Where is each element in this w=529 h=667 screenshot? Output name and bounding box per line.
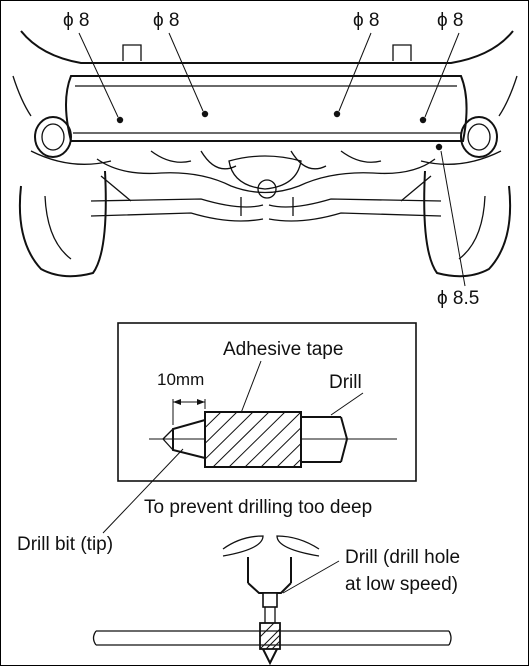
hole-label-right: ϕ 8.5 xyxy=(437,288,480,309)
hole-leader-lines xyxy=(78,32,466,287)
underbody xyxy=(90,150,442,222)
adhesive-tape-label: Adhesive tape xyxy=(223,339,344,360)
hole-marker-4 xyxy=(419,116,427,124)
hole-label-2: ϕ 8 xyxy=(153,10,180,31)
drill-low-speed-line1: Drill (drill hole xyxy=(345,547,461,568)
trunk-edge xyxy=(20,30,514,64)
rear-bumper xyxy=(65,75,468,142)
top-clip-left xyxy=(122,44,142,61)
drill-shank xyxy=(301,416,349,463)
drill-label: Drill xyxy=(329,372,362,393)
drill-detail-inset xyxy=(102,322,417,534)
drill-bit-tip xyxy=(172,419,206,459)
tape-on-bit xyxy=(259,622,281,650)
panel-breaks xyxy=(92,630,452,646)
car-rear-view xyxy=(12,30,518,287)
tip-length-label: 10mm xyxy=(157,370,205,389)
hole-marker-1 xyxy=(116,116,124,124)
drill-low-speed-line2: at low speed) xyxy=(345,574,459,595)
hole-marker-2 xyxy=(201,110,209,118)
drilling-action xyxy=(92,535,452,666)
hole-marker-3 xyxy=(333,110,341,118)
hole-label-1: ϕ 8 xyxy=(63,10,90,31)
chuck xyxy=(247,557,292,583)
hole-marker-5 xyxy=(435,143,443,151)
left-tire xyxy=(18,170,107,278)
right-tire xyxy=(423,170,512,278)
prevent-deep-note: To prevent drilling too deep xyxy=(144,497,373,518)
top-clip-right xyxy=(392,44,412,61)
drill-bit-tip-label: Drill bit (tip) xyxy=(17,534,114,555)
hole-label-4: ϕ 8 xyxy=(437,10,464,31)
hole-label-3: ϕ 8 xyxy=(353,10,380,31)
